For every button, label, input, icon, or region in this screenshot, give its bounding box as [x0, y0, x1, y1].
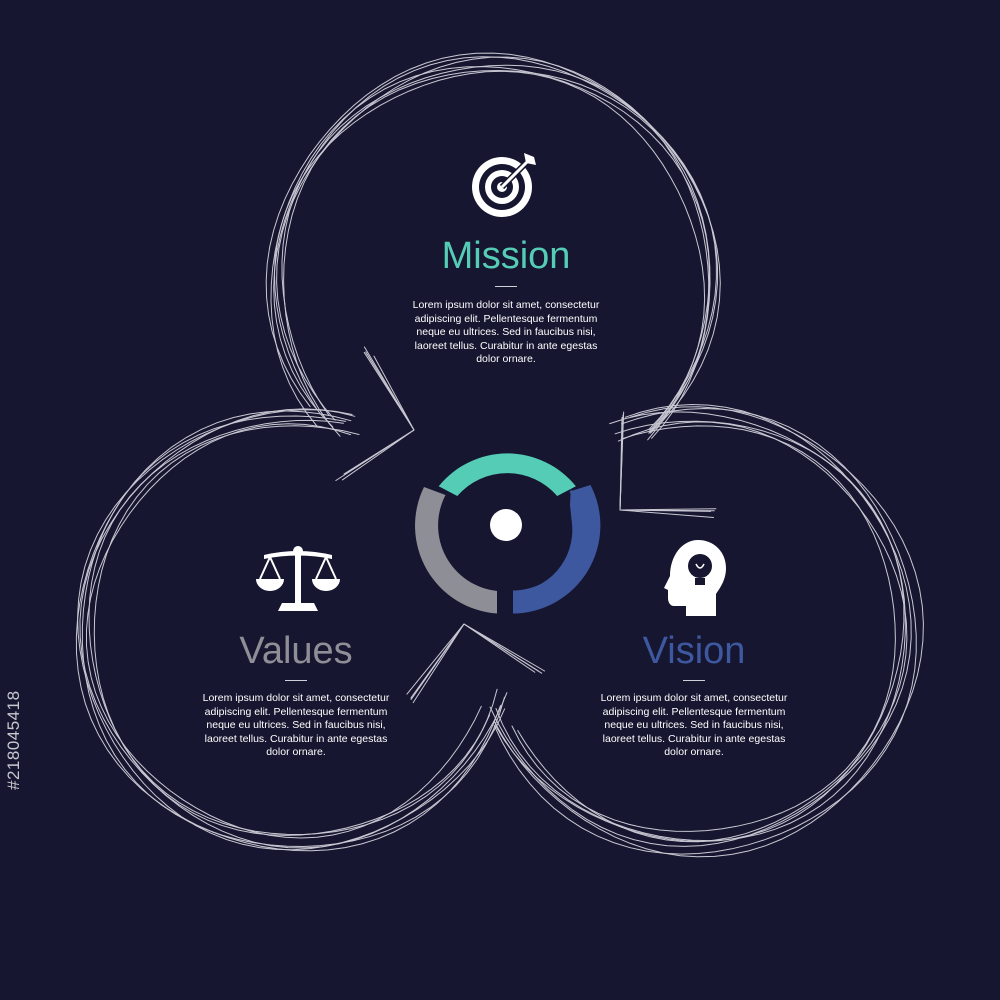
vision-title: Vision [642, 630, 746, 672]
values-title: Values [239, 630, 353, 672]
vision-divider [683, 680, 705, 681]
mission-loop-stroke [273, 70, 706, 431]
arrowhead-mission-stroke [373, 355, 415, 431]
arrowhead-values-stroke [412, 623, 465, 704]
values-divider [285, 680, 307, 681]
arrowhead-vision-stroke [619, 415, 624, 511]
mission-text: Lorem ipsum dolor sit amet, consectetur … [412, 299, 600, 366]
vision-text: Lorem ipsum dolor sit amet, consectetur … [600, 692, 788, 759]
scales-icon [256, 546, 340, 611]
ring-segment-mission [438, 453, 576, 496]
values-text: Lorem ipsum dolor sit amet, consectetur … [202, 692, 390, 759]
arrowhead-values-stroke [463, 623, 536, 673]
hand-drawn-loop-arrows [75, 52, 924, 858]
values-loop-stroke [88, 419, 491, 836]
arrowhead-values-stroke [410, 623, 465, 699]
arrowhead-mission-stroke [343, 429, 415, 475]
mission-divider [495, 286, 517, 287]
ring-center-dot [490, 509, 522, 541]
arrowhead-mission-stroke [341, 429, 415, 481]
ring-segment-values [415, 487, 497, 614]
arrowhead-values-stroke [463, 623, 539, 672]
mission-loop-stroke [276, 56, 721, 434]
target-icon [472, 153, 536, 217]
arrowhead-vision-stroke [619, 509, 715, 512]
vision-loop-stroke [494, 406, 924, 858]
arrowhead-vision-stroke [619, 509, 715, 518]
values-loop-stroke [75, 410, 501, 852]
ring-segment-vision-fill [513, 485, 601, 614]
arrowhead-values-stroke [463, 623, 546, 672]
mission-loop-stroke [265, 52, 719, 434]
values-loop-stroke [79, 408, 508, 849]
arrowhead-values-stroke [406, 623, 465, 695]
vision-loop-stroke [517, 421, 908, 843]
mission-loop-stroke [283, 69, 711, 439]
arrowhead-mission-stroke [365, 351, 415, 431]
vision-loop-stroke [493, 407, 917, 855]
mission-loop-stroke [281, 64, 710, 433]
head-lightbulb-icon [664, 540, 726, 616]
mission-title: Mission [441, 235, 571, 277]
segmented-ring-icon [415, 453, 601, 614]
values-loop-stroke [81, 415, 505, 848]
values-loop-stroke [86, 423, 482, 839]
stock-id: #218045418 [4, 690, 23, 790]
